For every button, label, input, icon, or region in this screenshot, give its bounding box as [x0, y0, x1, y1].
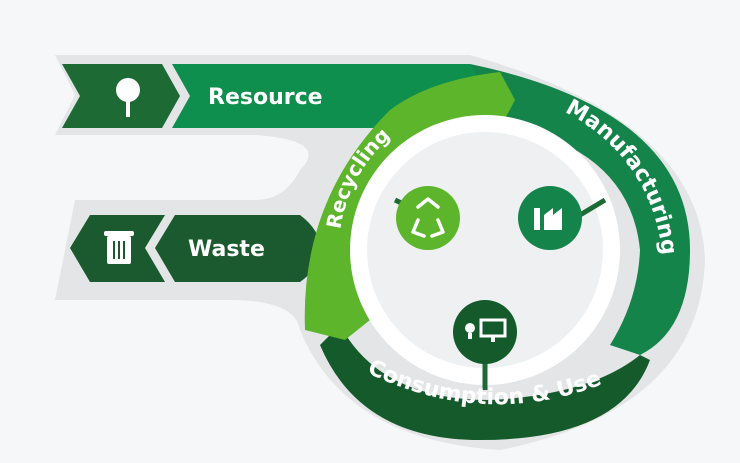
factory-icon: [534, 208, 562, 230]
consumption-node: [453, 300, 517, 364]
manufacturing-band: [470, 64, 690, 355]
tree-icon: [116, 78, 140, 117]
recycle-icon: [411, 197, 445, 238]
recycling-node: [396, 186, 460, 250]
waste-label: Waste: [188, 237, 265, 262]
consumption-band: [320, 325, 650, 440]
manufacturing-node: [518, 186, 582, 250]
lightbulb-monitor-icon: [465, 318, 507, 342]
trash-bin-icon: [104, 231, 134, 264]
resource-label: Resource: [208, 85, 323, 110]
